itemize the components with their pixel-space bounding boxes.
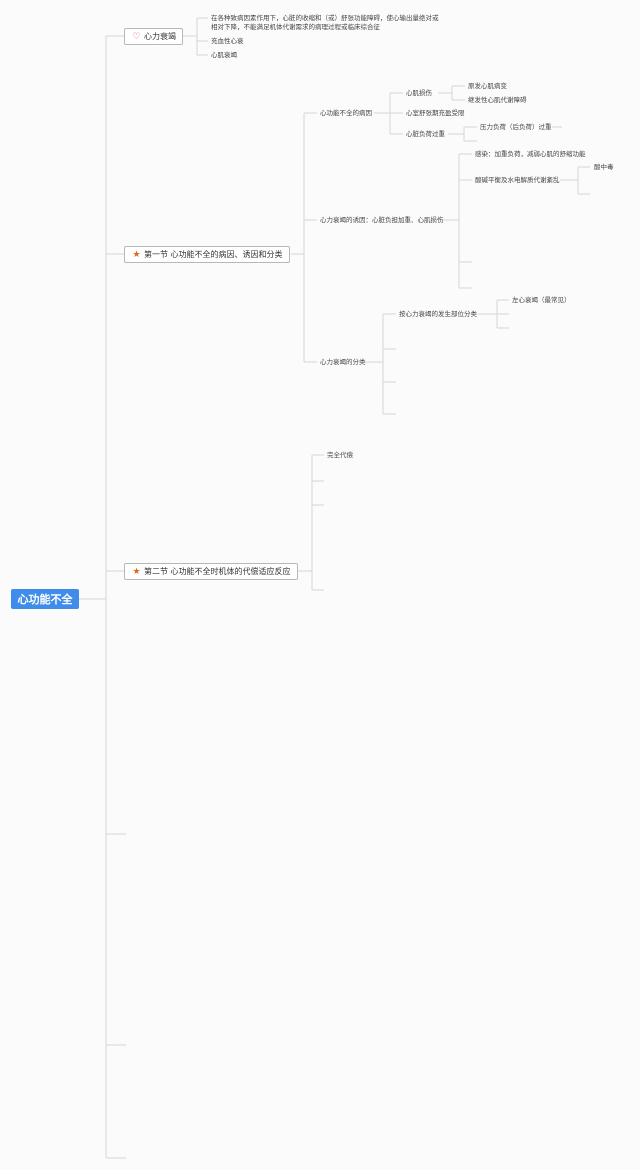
secondary-metabolic-node[interactable]: 继发性心肌代谢障碍 (468, 96, 527, 104)
definition-text-line1: 在各种致病因素作用下，心脏的收缩和（或）舒张功能障碍，使心输出量绝对或 (211, 14, 439, 22)
full-compensation-node[interactable]: 完全代偿 (327, 451, 353, 459)
classification-node[interactable]: 心力衰竭的分类 (320, 358, 366, 366)
definition-text-line2: 相对下降，不能满足机体代谢需求的病理过程或临床综合征 (211, 23, 380, 31)
section1-label: 第一节 心功能不全的病因、诱因和分类 (144, 250, 283, 259)
star-icon: ★ (132, 566, 141, 577)
congestive-heart-failure-node[interactable]: 充血性心衰 (211, 37, 244, 45)
heart-failure-node[interactable]: ♡ 心力衰竭 (124, 28, 183, 45)
primary-myopathy-node[interactable]: 原发心肌病变 (468, 82, 507, 90)
diastolic-filling-node[interactable]: 心室舒张期充盈受限 (406, 109, 465, 117)
acid-base-node[interactable]: 酸碱平衡及水电解质代谢紊乱 (475, 176, 560, 184)
myocardial-failure-node[interactable]: 心肌衰竭 (211, 51, 237, 59)
infection-node[interactable]: 感染：加重负荷，减弱心肌的舒缩功能 (475, 150, 586, 158)
section1-node[interactable]: ★ 第一节 心功能不全的病因、诱因和分类 (124, 246, 290, 263)
overload-node[interactable]: 心脏负荷过重 (406, 130, 445, 138)
triggers-node[interactable]: 心力衰竭的诱因：心脏负担加重、心肌损伤 (320, 216, 444, 224)
acidosis-node[interactable]: 酸中毒 (594, 163, 614, 171)
heart-outline-icon: ♡ (132, 31, 141, 42)
left-heart-failure-node[interactable]: 左心衰竭（最常见） (512, 296, 571, 304)
section2-node[interactable]: ★ 第二节 心功能不全时机体的代偿适应反应 (124, 563, 298, 580)
section2-label: 第二节 心功能不全时机体的代偿适应反应 (144, 567, 291, 576)
root-node[interactable]: 心功能不全 (11, 589, 79, 609)
causes-node[interactable]: 心功能不全的病因 (320, 109, 372, 117)
pressure-overload-node[interactable]: 压力负荷（后负荷）过重 (480, 123, 552, 131)
heart-failure-label: 心力衰竭 (144, 32, 176, 41)
by-site-node[interactable]: 按心力衰竭的发生部位分类 (399, 310, 477, 318)
star-icon: ★ (132, 249, 141, 260)
myocardial-damage-node[interactable]: 心肌损伤 (406, 89, 432, 97)
